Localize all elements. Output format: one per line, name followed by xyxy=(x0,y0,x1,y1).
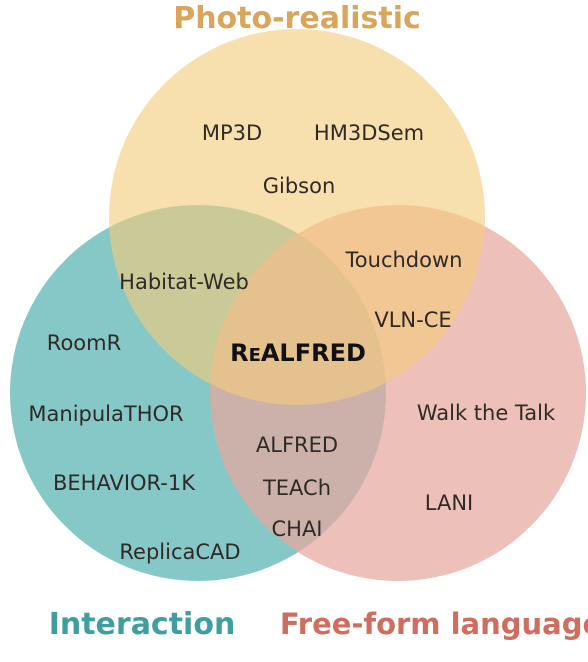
item-touchdown: Touchdown xyxy=(345,248,463,272)
item-mp3d: MP3D xyxy=(202,121,262,145)
item-replicacad: ReplicaCAD xyxy=(119,540,240,564)
item-realfred: REALFRED xyxy=(230,339,366,367)
item-lani: LANI xyxy=(425,491,473,515)
item-manipulathor: ManipulaTHOR xyxy=(28,402,183,426)
interaction-title: Interaction xyxy=(49,607,236,642)
free-form-language-title: Free-form language xyxy=(280,607,588,641)
item-vln-ce: VLN-CE xyxy=(374,308,451,332)
item-teach: TEACh xyxy=(262,476,331,500)
photo-realistic-circle xyxy=(109,29,485,405)
item-gibson: Gibson xyxy=(263,174,336,198)
item-hm3dsem: HM3DSem xyxy=(314,121,424,145)
item-roomr: RoomR xyxy=(47,331,121,355)
item-walk-the-talk: Walk the Talk xyxy=(417,401,556,425)
item-behavior-1k: BEHAVIOR-1K xyxy=(53,471,196,495)
item-habitat-web: Habitat-Web xyxy=(119,270,249,294)
item-alfred: ALFRED xyxy=(256,433,338,457)
photo-realistic-title: Photo-realistic xyxy=(173,1,421,36)
item-chai: CHAI xyxy=(271,517,322,541)
